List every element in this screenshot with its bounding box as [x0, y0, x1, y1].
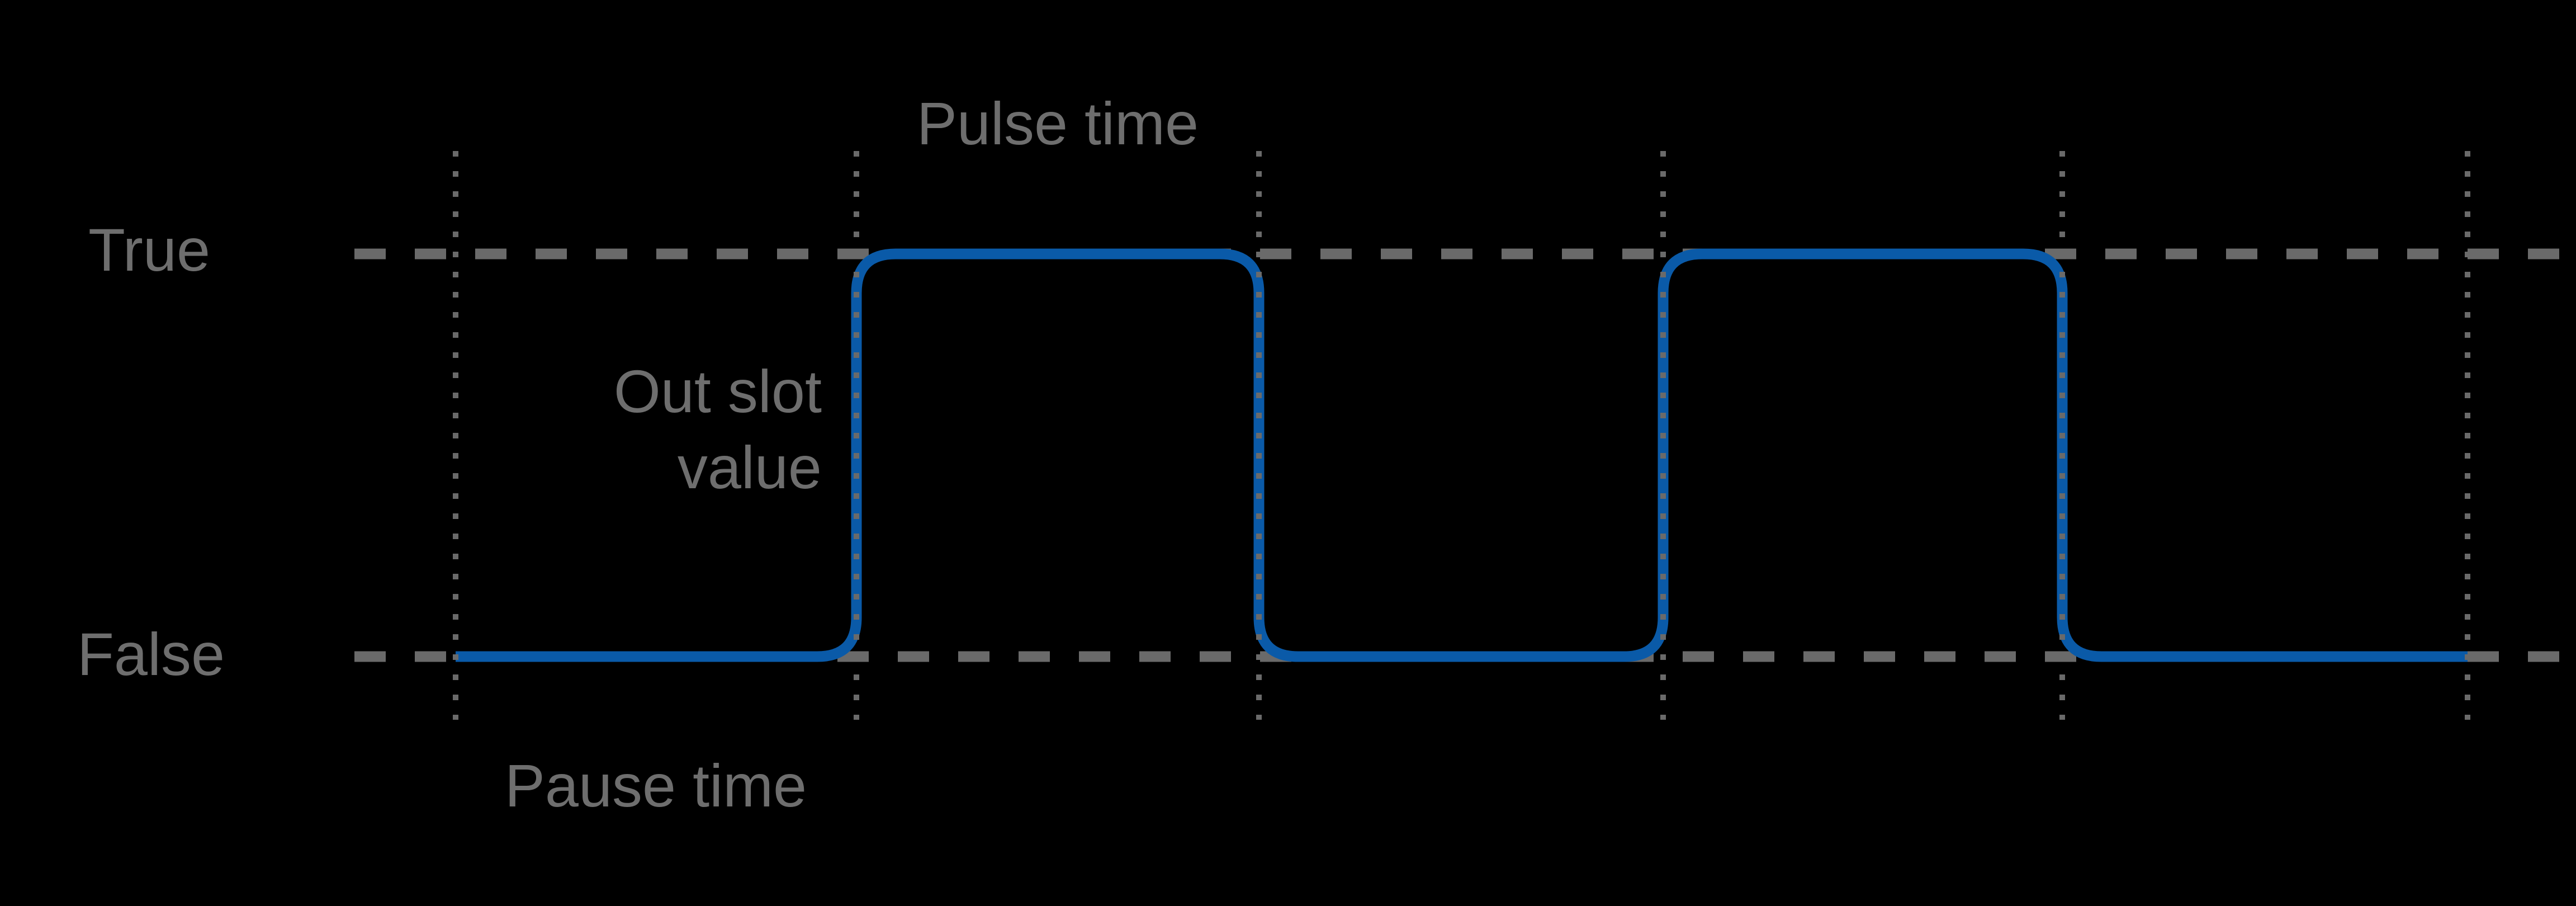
- pulse-time-label: Pulse time: [917, 89, 1199, 157]
- true-level-label: True: [88, 216, 210, 284]
- out-slot-value-label: Out slot value: [614, 357, 822, 501]
- out-slot-value-label-line1: Out slot: [614, 357, 822, 425]
- pause-time-label: Pause time: [505, 752, 807, 819]
- false-level-label: False: [77, 620, 225, 688]
- time-boundary-dotted-lines: [453, 151, 2470, 720]
- out-slot-value-label-line2: value: [678, 433, 822, 501]
